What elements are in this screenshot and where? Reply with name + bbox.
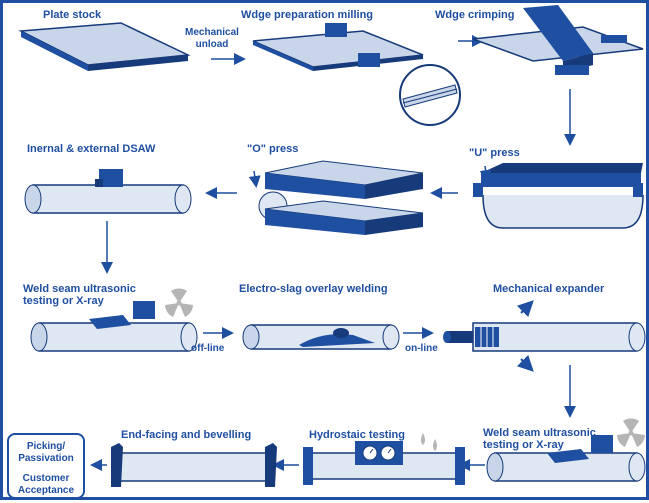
radiation-icon-1 bbox=[165, 288, 193, 317]
ut-xray-2-illustration bbox=[486, 418, 646, 482]
wedge-milling-illustration bbox=[252, 23, 424, 71]
wedge-detail-circle bbox=[399, 64, 461, 126]
wedge-crimping-illustration bbox=[472, 5, 644, 75]
radiation-icon-2 bbox=[617, 418, 645, 447]
u-press-illustration bbox=[473, 163, 644, 229]
hydrostatic-illustration bbox=[303, 433, 465, 485]
o-press-illustration bbox=[248, 160, 424, 235]
label-ut-xray-1-line1: Weld seam ultrasonic bbox=[23, 283, 136, 295]
label-dsaw: Inernal & external DSAW bbox=[27, 143, 156, 155]
label-ut-xray-2: Weld seam ultrasonic testing or X-ray bbox=[483, 427, 596, 451]
electro-slag-illustration bbox=[242, 324, 400, 350]
label-mechanical-unload: Mechanical unload bbox=[181, 27, 243, 51]
label-ut-xray-2-line1: Weld seam ultrasonic bbox=[483, 427, 596, 439]
label-customer: Customer Acceptance bbox=[9, 473, 83, 497]
end-facing-illustration bbox=[111, 443, 277, 487]
label-picking: Picking/ Passivation bbox=[9, 441, 83, 465]
label-ut-xray-2-line2: testing or X-ray bbox=[483, 439, 564, 451]
label-ut-xray-1-line2: testing or X-ray bbox=[23, 295, 104, 307]
label-customer-line2: Acceptance bbox=[17, 485, 75, 496]
label-end-facing: End-facing and bevelling bbox=[121, 429, 252, 441]
label-mechanical-expander: Mechanical expander bbox=[493, 283, 605, 295]
label-picking-line2: Passivation bbox=[18, 453, 74, 464]
plate-stock-illustration bbox=[18, 22, 191, 71]
label-hydrostatic: Hydrostaic testing bbox=[309, 429, 405, 441]
label-u-press: "U" press bbox=[469, 147, 520, 159]
label-electro-slag: Electro-slag overlay welding bbox=[239, 283, 388, 295]
water-drop-icon bbox=[421, 433, 437, 451]
label-wedge-milling: Wdge preparation milling bbox=[241, 9, 374, 21]
diagram-graphics bbox=[18, 5, 646, 487]
label-off-line: off-line bbox=[191, 343, 225, 354]
mechanical-expander-illustration bbox=[443, 300, 646, 372]
label-wedge-crimping: Wdge crimping bbox=[435, 9, 515, 21]
dsaw-illustration bbox=[24, 169, 192, 214]
label-mechanical-unload-line1: Mechanical bbox=[185, 27, 239, 38]
label-picking-line1: Picking/ bbox=[26, 441, 66, 452]
ut-xray-1-illustration bbox=[30, 288, 198, 352]
label-on-line: on-line bbox=[405, 343, 438, 354]
label-ut-xray-1: Weld seam ultrasonic testing or X-ray bbox=[23, 283, 136, 307]
label-o-press: "O" press bbox=[247, 143, 299, 155]
final-steps-box bbox=[7, 433, 85, 499]
label-plate-stock: Plate stock bbox=[43, 9, 102, 21]
label-mechanical-unload-line2: unload bbox=[195, 39, 229, 50]
label-customer-line1: Customer bbox=[22, 473, 70, 484]
